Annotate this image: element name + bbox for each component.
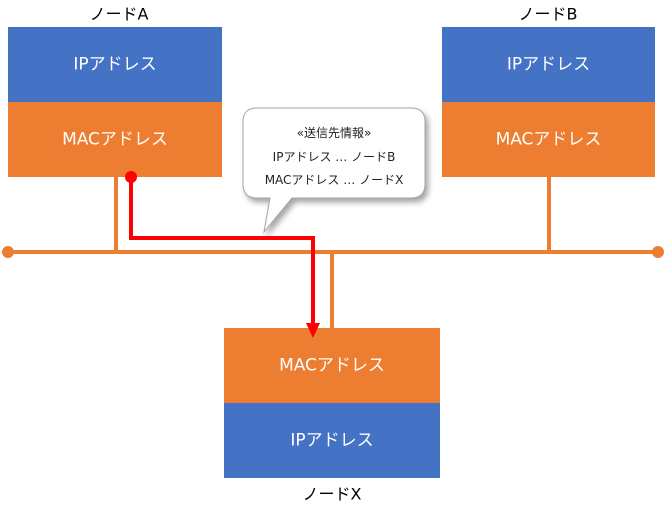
node-x-mac-text: MACアドレス: [279, 356, 385, 376]
bus-terminal-left: [2, 246, 14, 258]
node-x-label: ノードX: [303, 485, 362, 504]
node-b-mac-block: [442, 102, 655, 177]
callout-bubble-shape: [242, 107, 426, 234]
node-a-ip-block: [8, 27, 222, 102]
destination-info-callout: «送信先情報» IPアドレス … ノードB MACアドレス … ノードX: [242, 107, 426, 234]
node-b-label: ノードB: [519, 5, 578, 24]
node-x-ip-text: IPアドレス: [290, 431, 373, 451]
callout-line-ip: IPアドレス … ノードB: [273, 150, 396, 164]
node-b-mac-text: MACアドレス: [496, 130, 602, 150]
node-a: ノードA IPアドレス MACアドレス: [8, 5, 222, 177]
node-x-mac-block: [224, 328, 440, 403]
delivery-path-origin-dot: [125, 171, 137, 183]
node-a-ip-text: IPアドレス: [73, 55, 156, 75]
node-a-mac-block: [8, 102, 222, 177]
bus-terminal-right: [652, 246, 664, 258]
node-b: ノードB IPアドレス MACアドレス: [442, 5, 655, 177]
delivery-path-line: [129, 177, 315, 325]
delivery-path-arrowhead-icon: [306, 323, 320, 338]
callout-line-mac: MACアドレス … ノードX: [265, 173, 404, 187]
node-b-ip-text: IPアドレス: [507, 55, 590, 75]
node-x: MACアドレス IPアドレス ノードX: [224, 328, 440, 504]
node-a-mac-text: MACアドレス: [62, 130, 168, 150]
node-x-ip-block: [224, 403, 440, 478]
node-b-ip-block: [442, 27, 655, 102]
callout-title: «送信先情報»: [297, 125, 372, 140]
delivery-path: [125, 171, 320, 338]
node-a-label: ノードA: [90, 5, 149, 24]
